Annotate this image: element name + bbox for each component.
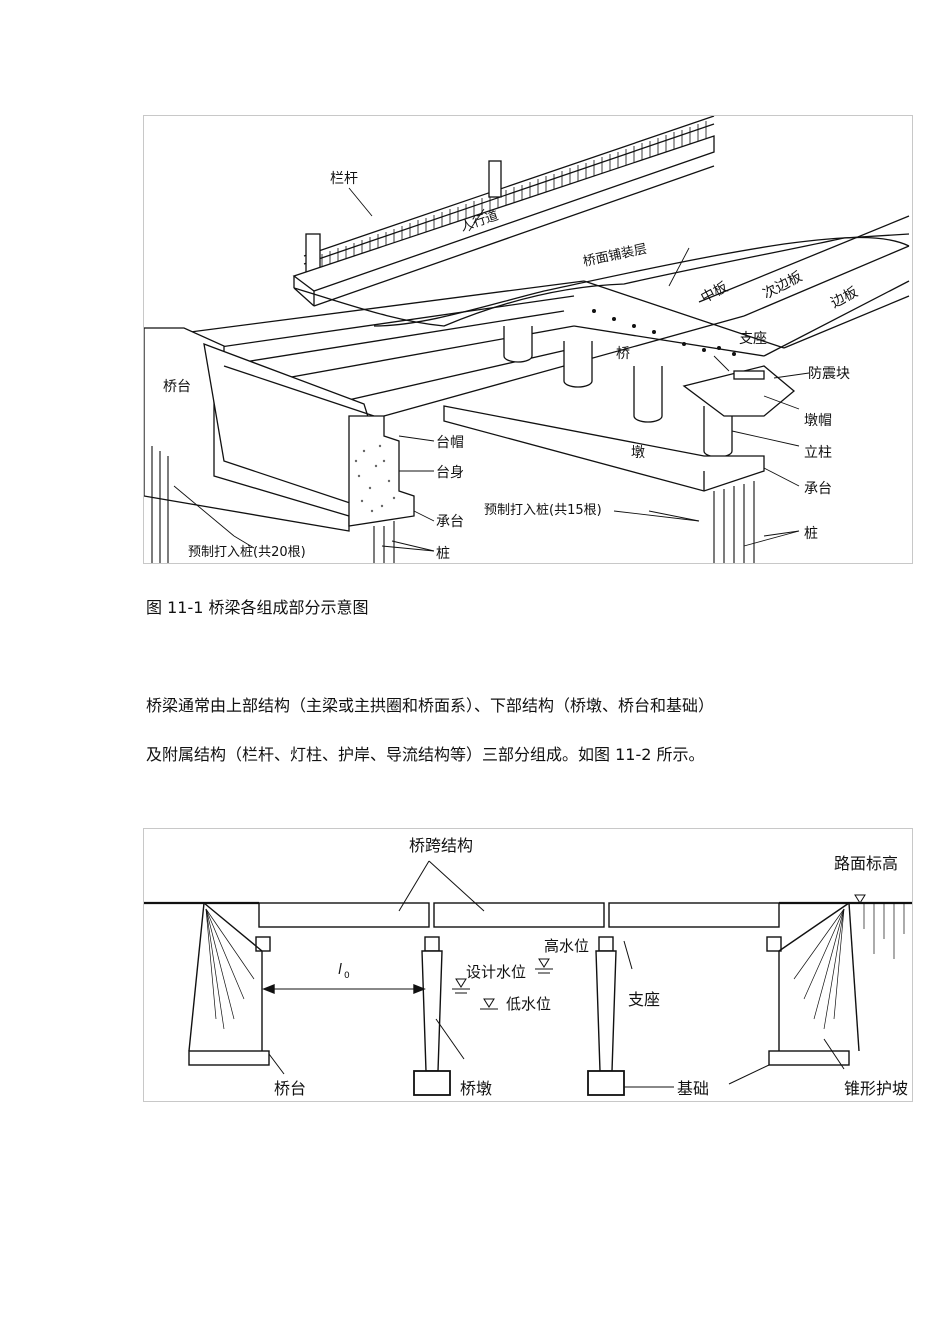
- label-pile-left: 桩: [436, 545, 450, 562]
- label-high-water: 高水位: [544, 937, 589, 955]
- label-pier-cap: 墩帽: [804, 413, 832, 429]
- paragraph-line-1: 桥梁通常由上部结构（主梁或主拱圈和桥面系）、下部结构（桥墩、桥台和基础）: [146, 696, 715, 715]
- label-anti-seismic-block: 防震块: [808, 366, 850, 382]
- label-abutment: 桥台: [274, 1079, 306, 1098]
- figure-bridge-elevation: 桥跨结构 路面标高 高水位 设计水位 低水位 支座 l 0 桥台 桥墩 基础 锥…: [143, 828, 913, 1102]
- label-bridge: 桥: [616, 346, 630, 362]
- label-bearing: 支座: [739, 331, 767, 347]
- paragraph-line-2: 及附属结构（栏杆、灯柱、护岸、导流结构等）三部分组成。如图 11-2 所示。: [146, 745, 705, 764]
- label-deck-pavement: 桥面铺装层: [582, 242, 649, 270]
- label-abutment-cap: 台帽: [436, 435, 464, 451]
- label-abutment: 桥台: [163, 379, 191, 395]
- label-design-water: 设计水位: [466, 963, 526, 981]
- figure-1-caption: 图 11-1 桥梁各组成部分示意图: [146, 598, 369, 617]
- label-bearing: 支座: [628, 990, 660, 1009]
- label-edge-slab: 边板: [828, 284, 860, 311]
- figure-bridge-components: 栏杆 人行道 桥面铺装层 中板 次边板 边板 支座 桥 防震块 墩帽 立柱 承台…: [143, 115, 913, 564]
- label-pier: 墩: [631, 445, 645, 461]
- label-foundation: 基础: [677, 1079, 709, 1098]
- label-abutment-body: 台身: [436, 465, 464, 481]
- label-precast-piles-20: 预制打入桩(共20根): [188, 545, 306, 560]
- label-pier: 桥墩: [460, 1079, 492, 1098]
- label-middle-slab: 中板: [698, 279, 730, 306]
- label-precast-piles-15: 预制打入桩(共15根): [484, 503, 602, 518]
- label-low-water: 低水位: [506, 995, 551, 1013]
- label-road-elevation: 路面标高: [834, 854, 898, 873]
- label-span-structure: 桥跨结构: [409, 836, 473, 855]
- label-pile-cap-right: 承台: [804, 481, 832, 497]
- label-pile-cap-left: 承台: [436, 514, 464, 530]
- label-column: 立柱: [804, 445, 832, 461]
- label-span-subscript: 0: [344, 971, 350, 981]
- label-cone-slope: 锥形护坡: [844, 1079, 908, 1098]
- label-pile-right: 桩: [804, 525, 818, 542]
- bridge-elevation-drawing: 桥跨结构 路面标高 高水位 设计水位 低水位 支座 l 0 桥台 桥墩 基础 锥…: [144, 836, 912, 1098]
- label-railing: 栏杆: [330, 171, 358, 187]
- label-span-symbol: l: [338, 962, 342, 978]
- bridge-isometric-drawing: 栏杆 人行道 桥面铺装层 中板 次边板 边板 支座 桥 防震块 墩帽 立柱 承台…: [144, 116, 910, 563]
